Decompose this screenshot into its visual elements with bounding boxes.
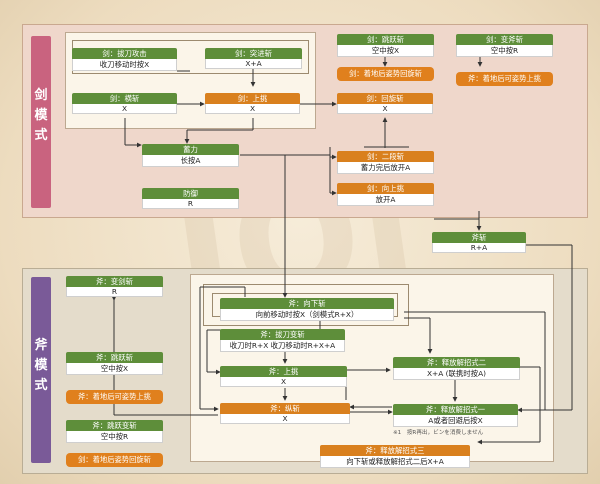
axe-land-return-label: 剑：着地后姿势回旋斩	[66, 453, 163, 467]
sword-land-axe-label: 斧：着地后可姿势上挑	[456, 72, 553, 86]
node-input: R+A	[432, 243, 526, 253]
sword-side-slash-node: 剑：横斩 X	[72, 93, 177, 114]
node-title: 防御	[142, 188, 239, 199]
node-title: 斧：释放解招式三	[320, 445, 470, 456]
sword-draw-attack-node: 剑：拔刀攻击 收刀移动时按X	[72, 48, 177, 71]
sword-up-slash-node: 剑：上挑 X	[205, 93, 300, 114]
axe-discharge1-node: 斧：释放解招式一 A或者回避后按X	[393, 404, 518, 427]
node-title: 斧：上挑	[220, 366, 347, 377]
node-title: 剑：突进斩	[205, 48, 302, 59]
node-input: 向下斩或释放解招式二后X+A	[320, 456, 470, 468]
node-title: 斧斩	[432, 232, 526, 243]
node-input: 空中按R	[456, 45, 553, 57]
node-title: 斧：跳跃变斩	[66, 420, 163, 431]
node-input: 向前移动时按X（剑模式R+X）	[220, 309, 394, 321]
node-input: X	[337, 104, 433, 114]
sword-return-slash-node: 剑：回旋斩 X	[337, 93, 433, 114]
node-title: 斧：跳跃斩	[66, 352, 163, 363]
axe-discharge2-node: 斧：释放解招式二 X+A (联携时按A)	[393, 357, 520, 380]
node-title: 蓄力	[142, 144, 239, 155]
axe-land-up-label: 斧：着地后可姿势上挑	[66, 390, 163, 404]
axe-mode-bar	[31, 277, 51, 463]
axe-down-slash-node: 斧：向下斩 向前移动时按X（剑模式R+X）	[220, 298, 394, 321]
node-input: X	[205, 104, 300, 114]
node-title: 斧：变剑斩	[66, 276, 163, 287]
node-input: 蓄力完后放开A	[337, 162, 434, 174]
axe-morph-node: 斧斩 R+A	[432, 232, 526, 253]
node-input: R	[66, 287, 163, 297]
axe-discharge3-node: 斧：释放解招式三 向下斩或释放解招式二后X+A	[320, 445, 470, 468]
sword-charge-node: 蓄力 长按A	[142, 144, 239, 167]
sword-evade-node: 防御 R	[142, 188, 239, 209]
node-title: 斧：拔刀变斩	[220, 329, 345, 340]
node-input: 收刀时R+X 收刀移动时R+X+A	[220, 340, 345, 352]
node-input: 放开A	[337, 194, 434, 206]
axe-draw-morph-node: 斧：拔刀变斩 收刀时R+X 收刀移动时R+X+A	[220, 329, 345, 352]
sword-mode-bar	[31, 36, 51, 208]
sword-jump-slash-node: 剑：跳跃斩 空中按X	[337, 34, 434, 57]
node-title: 剑：拔刀攻击	[72, 48, 177, 59]
node-input: 长按A	[142, 155, 239, 167]
node-input: X	[220, 414, 350, 424]
node-input: 收刀移动时按X	[72, 59, 177, 71]
axe-jump-morph-node: 斧：跳跃变斩 空中按R	[66, 420, 163, 443]
node-title: 剑：横斩	[72, 93, 177, 104]
node-input: 空中按R	[66, 431, 163, 443]
axe-up-slash-node: 斧：上挑 X	[220, 366, 347, 387]
node-input: 空中按X	[66, 363, 163, 375]
axe-mode-label: 斧 模 式	[34, 338, 48, 393]
node-title: 斧：纵斩	[220, 403, 350, 414]
node-title: 斧：释放解招式二	[393, 357, 520, 368]
node-title: 剑：跳跃斩	[337, 34, 434, 45]
node-title: 剑：向上挑	[337, 183, 434, 194]
node-title: 剑：二段斩	[337, 151, 434, 162]
sword-mode-label: 剑 模 式	[34, 88, 48, 143]
sword-land-return-label: 剑：着地后姿势回旋斩	[337, 67, 434, 81]
node-input: X	[220, 377, 347, 387]
node-title: 剑：上挑	[205, 93, 300, 104]
axe-vert-slash-node: 斧：纵斩 X	[220, 403, 350, 424]
node-title: 斧：向下斩	[220, 298, 394, 309]
axe-morph-sword-node: 斧：变剑斩 R	[66, 276, 163, 297]
node-input: 空中按X	[337, 45, 434, 57]
sword-advance-slash-node: 剑：突进斩 X+A	[205, 48, 302, 69]
node-input: X+A	[205, 59, 302, 69]
node-input: X	[72, 104, 177, 114]
node-input: R	[142, 199, 239, 209]
node-input: X+A (联携时按A)	[393, 368, 520, 380]
axe-inner-frame	[203, 284, 409, 326]
sword-rising-slash-node: 剑：向上挑 放开A	[337, 183, 434, 206]
axe-jump-slash-node: 斧：跳跃斩 空中按X	[66, 352, 163, 375]
node-title: 剑：变斧斩	[456, 34, 553, 45]
node-input: A或者回避后按X	[393, 415, 518, 427]
node-title: 斧：释放解招式一	[393, 404, 518, 415]
axe-footnote: ※1 按R再出，ビンを消费しません	[393, 430, 484, 436]
sword-jump-morph-node: 剑：变斧斩 空中按R	[456, 34, 553, 57]
node-title: 剑：回旋斩	[337, 93, 433, 104]
sword-double-slash-node: 剑：二段斩 蓄力完后放开A	[337, 151, 434, 174]
